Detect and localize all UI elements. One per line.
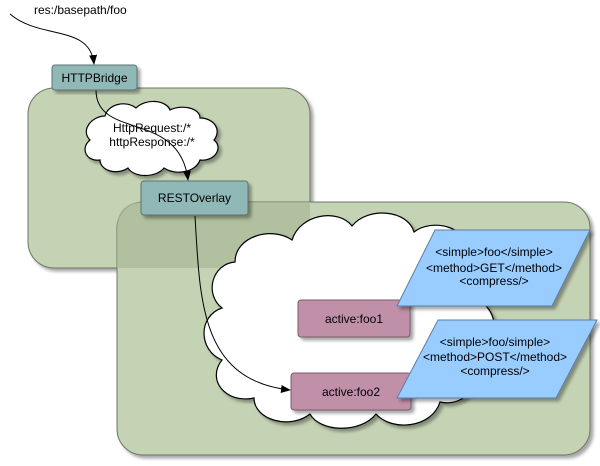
arrow-restoverlay-to-foo2 bbox=[194, 215, 291, 393]
note-foo1-parallelogram bbox=[396, 229, 591, 307]
arrow-input-to-httpbridge bbox=[9, 13, 98, 65]
note-foo1-line3: <compress/> bbox=[459, 274, 528, 288]
note-foo2-line2: <method>POST</method> bbox=[423, 350, 567, 364]
note-foo1-line2: <method>GET</method> bbox=[426, 261, 562, 275]
small-cloud-line1: HttpRequest:/* bbox=[113, 121, 191, 135]
httpbridge-label: HTTPBridge bbox=[61, 71, 127, 85]
note-foo2-line3: <compress/> bbox=[460, 364, 529, 378]
httpbridge-node[interactable] bbox=[51, 64, 138, 91]
restoverlay-label: RESTOverlay bbox=[158, 191, 231, 205]
note-foo1-line1: <simple>foo</simple> bbox=[435, 245, 552, 259]
note-foo2-parallelogram bbox=[396, 319, 598, 399]
note-foo2-line1: <simple>foo/simple> bbox=[440, 335, 550, 349]
active-foo2-label: active:foo2 bbox=[322, 385, 380, 399]
small-cloud-line2: httpResponse:/* bbox=[109, 135, 195, 149]
arrow-httpbridge-to-restoverlay bbox=[95, 89, 191, 181]
active-foo1-label: active:foo1 bbox=[325, 312, 383, 326]
input-request-label: res:/basepath/foo bbox=[34, 3, 127, 17]
restoverlay-node[interactable] bbox=[140, 180, 249, 216]
active-foo1-node[interactable] bbox=[297, 299, 411, 338]
